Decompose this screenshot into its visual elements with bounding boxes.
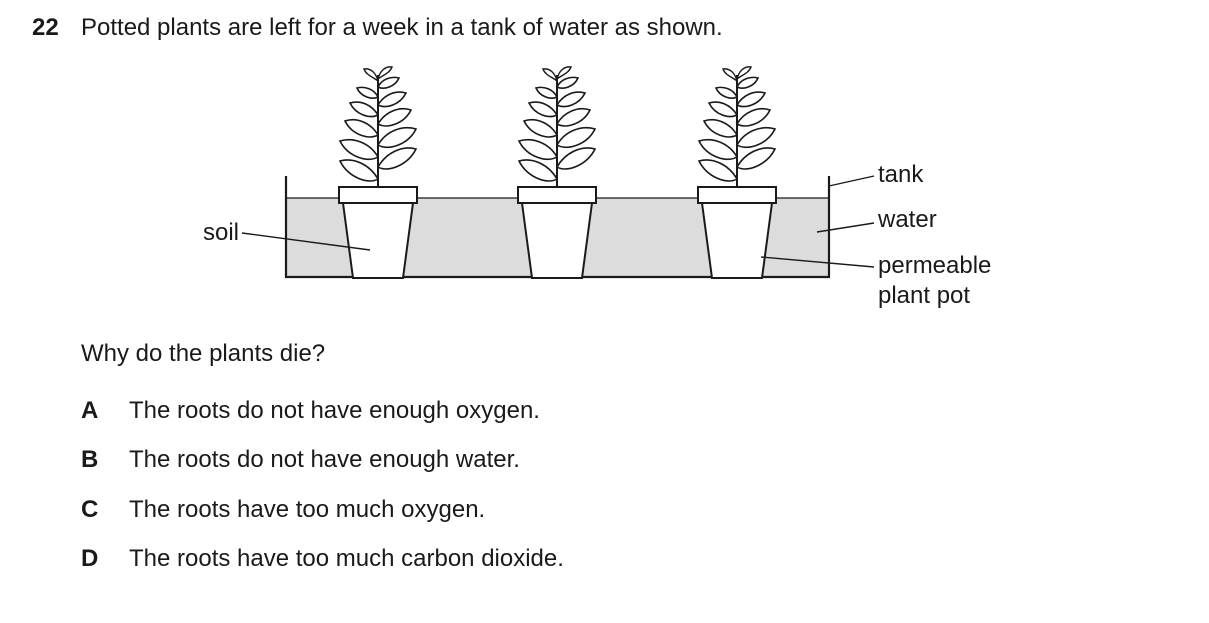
option-letter: A bbox=[81, 397, 99, 424]
option-text: The roots do not have enough oxygen. bbox=[129, 397, 540, 424]
water-leader-line bbox=[816, 222, 875, 233]
option-letter: D bbox=[81, 545, 99, 572]
option-letter: B bbox=[81, 446, 99, 473]
pot-label: permeable plant pot bbox=[878, 251, 991, 311]
soil-leader-line bbox=[241, 232, 371, 251]
pot-label-line-2: plant pot bbox=[878, 282, 971, 309]
option-text: The roots do not have enough water. bbox=[129, 446, 520, 473]
question-prompt: Why do the plants die? bbox=[81, 340, 326, 367]
option-d[interactable]: D The roots have too much carbon dioxide… bbox=[81, 545, 564, 573]
plant-1 bbox=[339, 65, 417, 188]
water-label: water bbox=[878, 206, 937, 233]
option-letter: C bbox=[81, 496, 99, 523]
pot-leader-line bbox=[760, 256, 875, 268]
option-a[interactable]: A The roots do not have enough oxygen. bbox=[81, 397, 540, 425]
plant-pot-1 bbox=[338, 186, 418, 279]
plant-2 bbox=[518, 65, 596, 188]
pot-label-line-1: permeable bbox=[878, 252, 992, 279]
option-text: The roots have too much oxygen. bbox=[129, 496, 486, 523]
tank-label: tank bbox=[878, 161, 924, 188]
plant-pot-3 bbox=[697, 186, 777, 279]
option-text: The roots have too much carbon dioxide. bbox=[129, 545, 564, 572]
plant-3 bbox=[698, 65, 776, 188]
plant-pot-2 bbox=[517, 186, 597, 279]
soil-label: soil bbox=[203, 219, 240, 246]
option-b[interactable]: B The roots do not have enough water. bbox=[81, 446, 520, 474]
tank-leader-line bbox=[828, 175, 875, 187]
option-c[interactable]: C The roots have too much oxygen. bbox=[81, 496, 485, 524]
question-number: 22 bbox=[32, 14, 59, 41]
question-text: Potted plants are left for a week in a t… bbox=[81, 14, 723, 41]
